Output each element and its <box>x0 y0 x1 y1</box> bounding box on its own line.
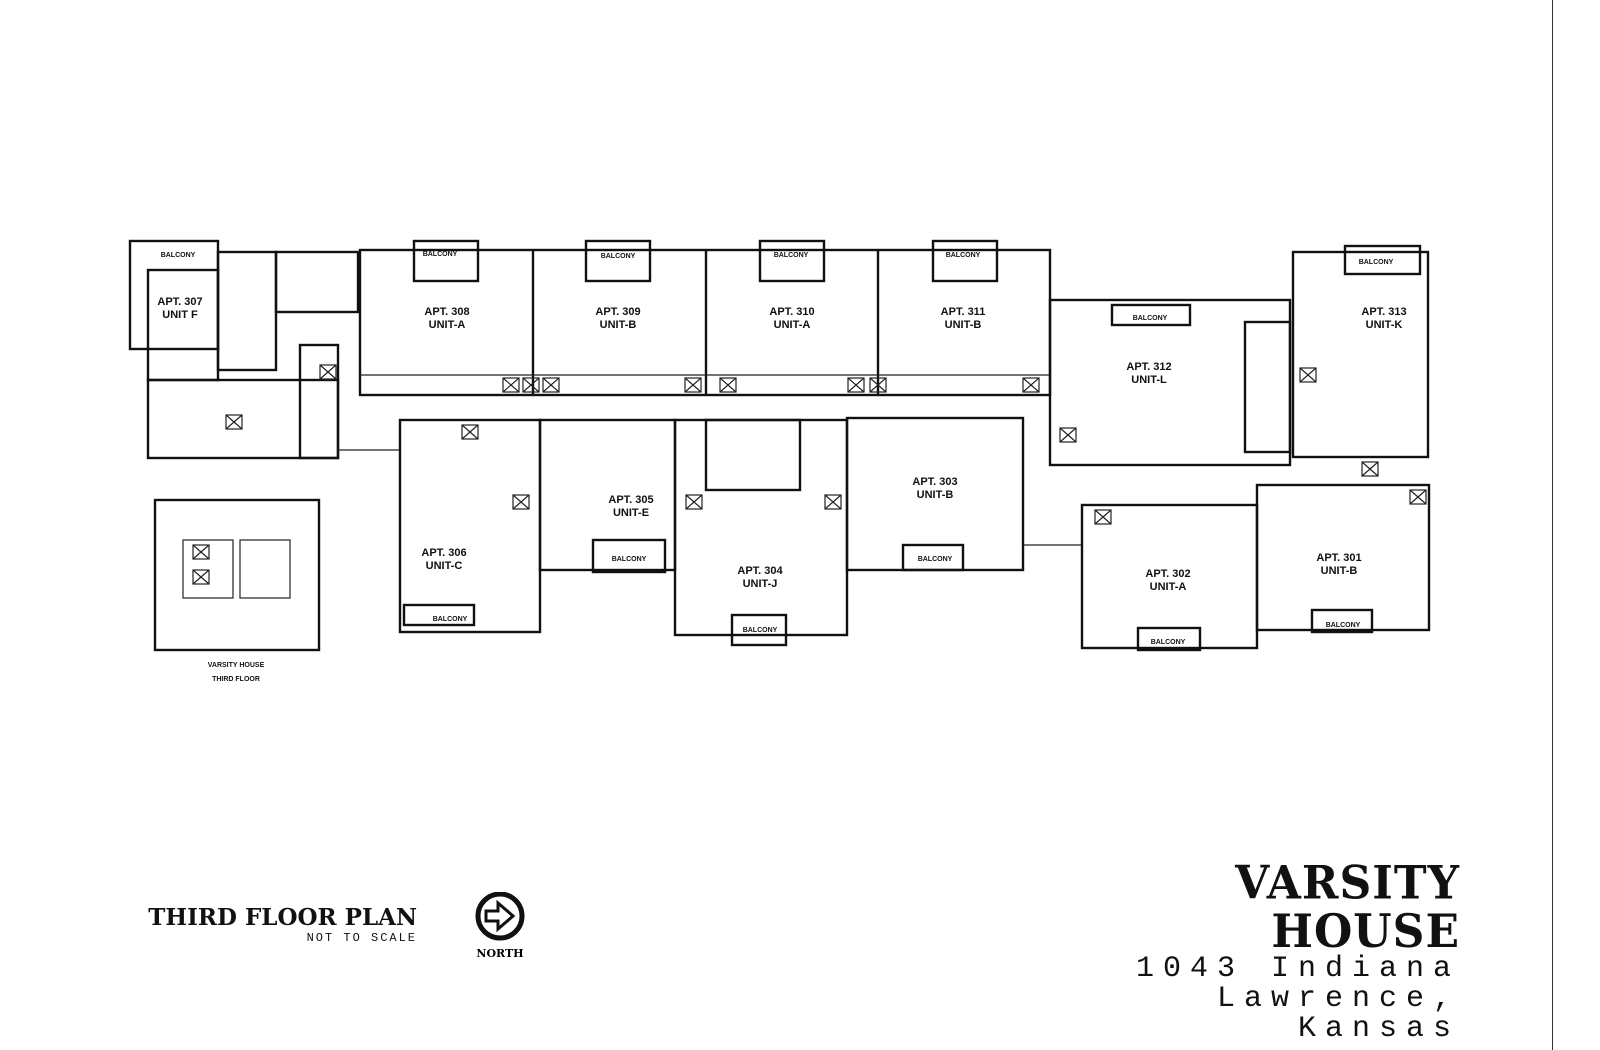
apartment-number: APT. 305 <box>608 494 653 506</box>
closet-fixture <box>319 364 337 380</box>
apartment-number: APT. 310 <box>769 306 814 318</box>
apartment-number: APT. 301 <box>1316 552 1361 564</box>
apartment-number: APT. 303 <box>912 476 957 488</box>
closet-fixture <box>1059 427 1077 443</box>
address-line-1: 1043 Indiana <box>1135 952 1460 986</box>
unit-type: UNIT-B <box>945 319 982 331</box>
unit-type: UNIT-E <box>613 507 649 519</box>
key-plan-line1: VARSITY HOUSE <box>208 662 265 669</box>
apartment-number: APT. 311 <box>941 306 986 318</box>
balcony-label: BALCONY <box>743 627 778 634</box>
unit-type: UNIT F <box>162 309 198 321</box>
balcony-label: BALCONY <box>601 253 636 260</box>
balcony-label: BALCONY <box>1326 622 1361 629</box>
closet-fixture <box>1361 461 1379 477</box>
apartment-number: APT. 308 <box>424 306 469 318</box>
balcony-label: BALCONY <box>946 252 981 259</box>
north-label: NORTH <box>476 947 524 960</box>
closet-fixture <box>1409 489 1427 505</box>
closet-fixture <box>684 377 702 393</box>
fixtures <box>192 364 1427 585</box>
unit-type: UNIT-B <box>1321 565 1358 577</box>
closet-fixture <box>869 377 887 393</box>
balcony-label: BALCONY <box>423 251 458 258</box>
balcony-label: BALCONY <box>1133 315 1168 322</box>
closet-fixture <box>192 569 210 585</box>
unit-type: UNIT-J <box>743 578 778 590</box>
apartment-number: APT. 302 <box>1145 568 1190 580</box>
building-walls <box>128 239 1431 652</box>
closet-fixture <box>1094 509 1112 525</box>
key-plan-line2: THIRD FLOOR <box>212 676 260 683</box>
closet-fixture <box>1299 367 1317 383</box>
unit-type: UNIT-K <box>1366 319 1403 331</box>
plan-title: THIRD FLOOR PLAN <box>148 904 417 931</box>
unit-type: UNIT-L <box>1131 374 1167 386</box>
balcony-label: BALCONY <box>774 252 809 259</box>
closet-fixture <box>847 377 865 393</box>
apartment-number: APT. 304 <box>737 565 783 577</box>
project-title-block: VARSITY HOUSE 1043 Indiana Lawrence, Kan… <box>1060 856 1460 1046</box>
closet-fixture <box>719 377 737 393</box>
page-border-line <box>1552 0 1553 1050</box>
balcony-label: BALCONY <box>1359 259 1394 266</box>
unit-type: UNIT-C <box>426 560 463 572</box>
balcony-label: BALCONY <box>161 252 196 259</box>
closet-fixture <box>542 377 560 393</box>
balcony-label: BALCONY <box>918 556 953 563</box>
closet-fixture <box>1022 377 1040 393</box>
closet-fixture <box>522 377 540 393</box>
plan-title-block: THIRD FLOOR PLAN NOT TO SCALE <box>112 904 417 945</box>
plan-subtitle: NOT TO SCALE <box>306 931 417 945</box>
closet-fixture <box>192 544 210 560</box>
closet-fixture <box>685 494 703 510</box>
balcony-labels: BALCONY BALCONY BALCONY BALCONY BALCONY BALCO… <box>161 251 1394 646</box>
balcony-label: BALCONY <box>433 616 468 623</box>
unit-type: UNIT-A <box>774 319 811 331</box>
apartment-number: APT. 306 <box>421 547 466 559</box>
closet-fixture <box>502 377 520 393</box>
unit-type: UNIT-B <box>600 319 637 331</box>
unit-type: UNIT-A <box>429 319 466 331</box>
apartment-number: APT. 307 <box>157 296 202 308</box>
balcony-label: BALCONY <box>612 556 647 563</box>
apartment-number: APT. 309 <box>595 306 640 318</box>
balcony-label: BALCONY <box>1151 639 1186 646</box>
arrow-right-circle-icon <box>475 891 525 941</box>
project-name: VARSITY HOUSE <box>1235 856 1460 959</box>
unit-type: UNIT-A <box>1150 581 1187 593</box>
apartment-number: APT. 312 <box>1126 361 1171 373</box>
address-line-2: Lawrence, Kansas <box>1216 982 1460 1046</box>
closet-fixture <box>225 414 243 430</box>
closet-fixture <box>461 424 479 440</box>
closet-fixture <box>512 494 530 510</box>
north-indicator: NORTH <box>468 891 532 960</box>
apartment-number: APT. 313 <box>1361 306 1406 318</box>
unit-type: UNIT-B <box>917 489 954 501</box>
closet-fixture <box>824 494 842 510</box>
